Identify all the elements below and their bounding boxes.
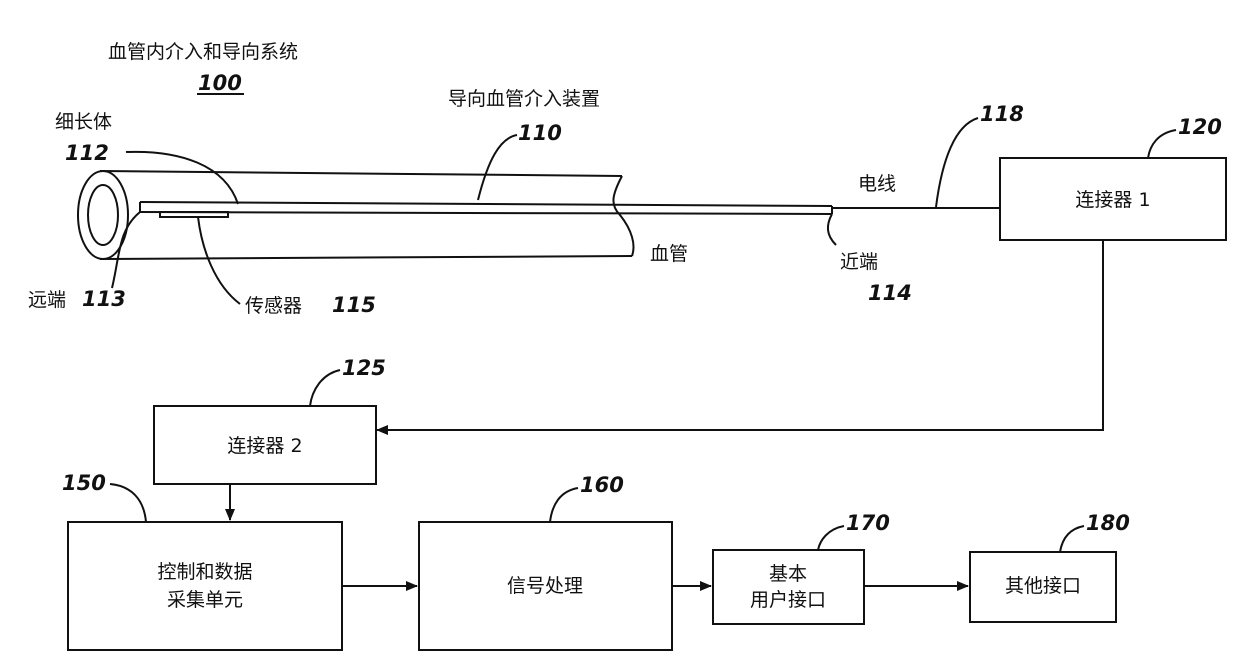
elongate-body-ref: 112 xyxy=(65,141,109,165)
elongate-body-leader xyxy=(126,152,238,204)
sensor-leader xyxy=(198,217,240,304)
control-unit-box xyxy=(68,522,342,650)
basic-ui-line1: 基本 xyxy=(769,563,807,585)
device-ref: 110 xyxy=(518,121,562,145)
distal-end-leader xyxy=(112,212,140,288)
vessel-break-end xyxy=(613,176,633,256)
sensor-element xyxy=(160,212,228,217)
elongate-body xyxy=(140,202,832,214)
device-leader-line xyxy=(478,135,517,200)
proximal-end-label: 近端 xyxy=(840,251,878,273)
other-interfaces-label: 其他接口 xyxy=(1005,575,1081,597)
control-unit-ref: 150 xyxy=(62,471,106,495)
connector-1-to-2-arrow xyxy=(377,240,1103,430)
device-title: 导向血管介入装置 xyxy=(448,88,600,110)
basic-ui-leader xyxy=(818,526,844,550)
elongate-body-bottom xyxy=(140,212,832,214)
connector-1-ref: 120 xyxy=(1178,115,1222,139)
wire-leader xyxy=(936,118,978,207)
basic-ui-line2: 用户接口 xyxy=(750,589,826,611)
other-interfaces-ref: 180 xyxy=(1086,511,1130,535)
blood-vessel xyxy=(78,171,634,259)
elongate-body-label: 细长体 xyxy=(55,111,112,133)
vessel-top-edge xyxy=(100,171,622,176)
wire-label: 电线 xyxy=(858,173,896,195)
basic-ui-ref: 170 xyxy=(846,511,890,535)
control-unit-line1: 控制和数据 xyxy=(157,561,252,583)
distal-end-label: 远端 xyxy=(28,289,66,311)
elongate-body-top xyxy=(140,202,832,206)
connector-2-ref: 125 xyxy=(342,356,386,380)
sensor-ref: 115 xyxy=(332,293,376,317)
signal-processing-leader xyxy=(550,488,578,522)
proximal-end-leader xyxy=(828,214,836,245)
signal-processing-ref: 160 xyxy=(580,473,624,497)
wire-ref: 118 xyxy=(980,102,1024,126)
basic-ui-box xyxy=(713,550,864,624)
distal-end-ref: 113 xyxy=(82,287,126,311)
connector-1-label: 连接器 1 xyxy=(1075,189,1150,211)
other-interfaces-leader xyxy=(1060,526,1084,552)
vessel-label: 血管 xyxy=(650,243,688,265)
control-unit-line2: 采集单元 xyxy=(167,589,243,611)
connector-2-label: 连接器 2 xyxy=(227,435,302,457)
connector-2-leader xyxy=(310,370,340,406)
sensor-label: 传感器 xyxy=(245,295,302,317)
proximal-end-ref: 114 xyxy=(868,281,912,305)
vessel-end-inner xyxy=(88,185,118,245)
control-unit-leader xyxy=(110,484,146,522)
connector-1-leader xyxy=(1148,130,1176,158)
signal-processing-label: 信号处理 xyxy=(507,575,583,597)
vessel-bottom-edge xyxy=(100,256,632,259)
system-title: 血管内介入和导向系统 xyxy=(108,41,298,63)
system-ref: 100 xyxy=(198,71,242,95)
